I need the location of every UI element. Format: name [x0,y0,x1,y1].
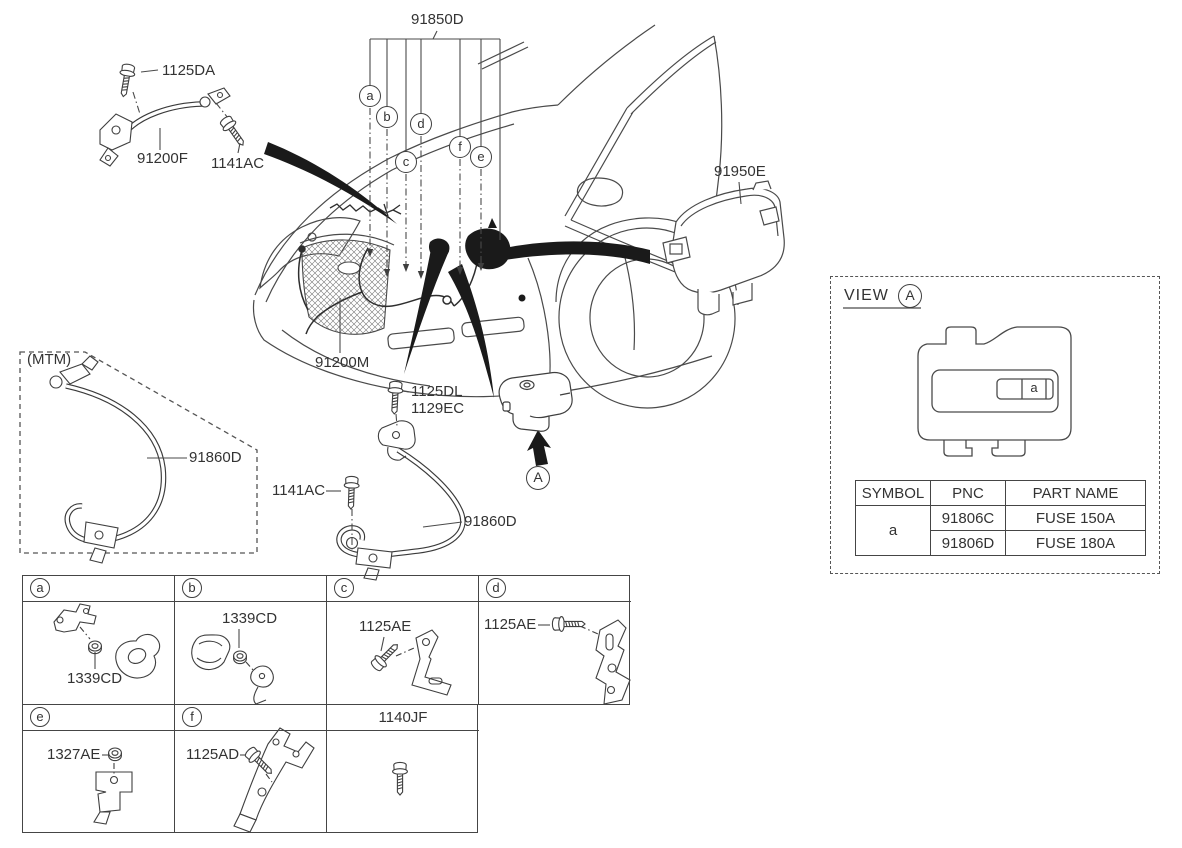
label-1125ae-c: 1125AE [359,618,412,635]
label-1327ae-e: 1327AE [47,746,101,763]
grid-part-a-art [53,603,161,679]
callout-lines [366,30,501,279]
car-outline [252,24,739,409]
fuse-symbol-label: a [1030,380,1038,395]
grid-cell-1140jf: 1140JF [327,705,479,832]
grid-part-e-art [93,763,133,825]
fuse-table-pnc-1: 91806C [930,505,1006,531]
grid-cell-e-header: e [23,705,174,731]
fuse-table-header-symbol: SYMBOL [855,480,931,506]
view-panel [830,276,1160,574]
cable-91200f-art [99,62,250,167]
callout-f: f [449,136,471,158]
fuse-table-pnc-2: 91806D [930,530,1006,556]
label-mtm: (MTM) [27,351,72,368]
label-1125da: 1125DA [162,62,216,79]
black-arrows [264,142,650,466]
callout-view-a: A [526,466,550,490]
grid-cell-d: d [479,576,631,704]
label-1339cd-a: 1339CD [67,670,123,687]
grid-part-c-art [395,629,452,696]
grid-cell-b-header: b [175,576,326,602]
label-1125ae-d: 1125AE [484,616,537,633]
label-91200f: 91200F [137,150,188,167]
grid-part-b-art [191,634,274,705]
grid-part-d-art [579,619,631,705]
grid-callout-d: d [486,578,506,598]
callout-a: a [359,85,381,107]
cable-91860d-mid-art [336,380,466,581]
label-91860d-mtm: 91860D [189,449,242,466]
grid-cell-e: e [23,705,175,832]
fuse-table-name-1: FUSE 150A [1005,505,1146,531]
grid-callout-f: f [182,707,202,727]
label-1141ac-top: 1141AC [211,155,265,172]
fuse-table: SYMBOL PNC PART NAME a 91806C FUSE 150A … [855,480,1146,556]
grid-cell-c-header: c [327,576,478,602]
leader-lines [94,69,742,756]
label-91200m: 91200M [315,354,370,371]
label-91950e: 91950E [714,163,766,180]
callout-e: e [470,146,492,168]
grid-cell-a: a [23,576,175,704]
grille [301,239,391,335]
fuse-table-header-partname: PART NAME [1005,480,1146,506]
grid-row-1: a b c d [22,575,631,705]
grid-cell-f-header: f [175,705,326,731]
grid-cell-c: c [327,576,479,704]
fuse-table-header-pnc: PNC [930,480,1006,506]
terminal-a-art [498,371,573,432]
fuse-table-symbol: a [855,505,931,556]
callout-b: b [376,106,398,128]
grid-cell-d-header: d [479,576,631,602]
callout-d: d [410,113,432,135]
label-91850d: 91850D [411,11,464,28]
label-1129ec: 1129EC [411,400,465,417]
view-panel-art [843,307,1072,457]
label-1125dl: 1125DL [411,383,463,400]
mtm-box [19,351,258,554]
label-1140jf: 1140JF [378,709,428,726]
grid-cell-1140jf-header: 1140JF [327,705,479,731]
view-title: VIEW [844,287,889,304]
label-1141ac-mid: 1141AC [272,482,326,499]
fuse-table-name-2: FUSE 180A [1005,530,1146,556]
label-1125ad-f: 1125AD [186,746,240,763]
grid-row-2: e f 1140JF [22,705,479,833]
cable-91860d-mtm-art [49,355,167,564]
grid-cell-f: f [175,705,327,832]
callout-c: c [395,151,417,173]
grid-cell-b: b [175,576,327,704]
grid-part-f-art [233,727,315,833]
cover-91950e-art [662,180,785,316]
grid-callout-a: a [30,578,50,598]
grid-callout-e: e [30,707,50,727]
grid-cell-a-header: a [23,576,174,602]
view-letter-badge: A [898,284,922,308]
label-91860d-mid: 91860D [464,513,517,530]
grid-callout-b: b [182,578,202,598]
label-1339cd-b: 1339CD [222,610,278,627]
grid-callout-c: c [334,578,354,598]
